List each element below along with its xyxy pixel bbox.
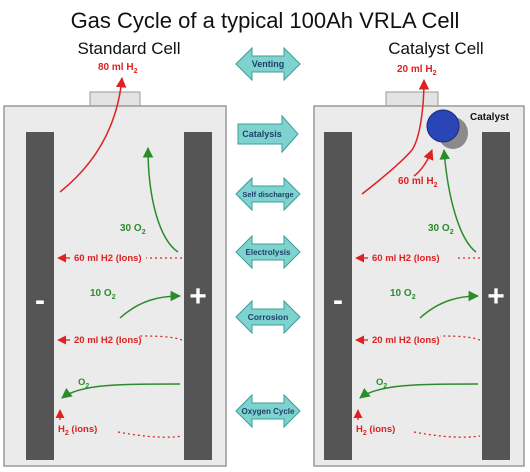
catalyst-oxygen-cycle-label: O2 — [376, 377, 387, 390]
catalyst-label: Catalyst — [470, 112, 510, 123]
catalyst-negative-plate — [324, 132, 352, 460]
catalyst-vent-label: 20 ml H2 — [397, 64, 437, 77]
standard-h2-20-label: 20 ml H2 (Ions) — [74, 335, 142, 346]
self-discharge-process-arrow — [235, 176, 301, 212]
catalyst-venting-arrow — [361, 78, 430, 195]
catalyst-positive-plate — [482, 132, 510, 460]
standard-o2-30-label: 30 O2 — [120, 223, 146, 236]
oxygen-cycle-process-arrow — [235, 393, 301, 429]
standard-negative-plate — [26, 132, 54, 460]
catalyst-cell-heading: Catalyst Cell — [388, 39, 483, 58]
process-arrows: Venting Catalysis Self discharge Electro… — [235, 46, 301, 429]
self-discharge-process-label: Self discharge — [242, 190, 293, 199]
venting-process-label: Venting — [252, 59, 285, 69]
catalyst-plus-sign: + — [487, 280, 505, 313]
catalyst-h2-20-dots — [439, 335, 481, 341]
standard-oxygen-cycle-label: O2 — [78, 377, 89, 390]
corrosion-process-arrow — [235, 299, 301, 335]
catalyst-o2-30-label: 30 O2 — [428, 223, 454, 236]
corrosion-process-label: Corrosion — [248, 312, 289, 322]
catalyst-cell: - + Catalyst 20 ml H2 60 ml H2 30 O2 60 … — [313, 64, 525, 467]
standard-plus-sign: + — [189, 280, 207, 313]
catalyst-h2-ions-dots — [413, 431, 481, 438]
standard-o2-30-arrow — [142, 146, 179, 253]
standard-cell: - + 80 ml H2 30 O2 60 ml H2 (Ions) 10 O2… — [3, 62, 227, 467]
standard-h2-60-label: 60 ml H2 (Ions) — [74, 253, 142, 264]
electrolysis-process-label: Electrolysis — [246, 248, 291, 257]
standard-h2-ions-dots — [117, 431, 183, 438]
catalyst-o2-10-label: 10 O2 — [390, 288, 416, 301]
standard-cell-heading: Standard Cell — [77, 39, 180, 58]
venting-process-arrow — [235, 46, 301, 82]
standard-vent-label: 80 ml H2 — [98, 62, 138, 75]
catalyst-o2-30-arrow — [439, 148, 477, 253]
standard-h2-ions-label: H2 (ions) — [58, 424, 97, 437]
standard-o2-10-arrow — [119, 290, 182, 319]
oxygen-cycle-process-label: Oxygen Cycle — [242, 407, 295, 416]
diagram-title: Gas Cycle of a typical 100Ah VRLA Cell — [71, 8, 460, 33]
catalysis-process-arrow — [237, 114, 299, 154]
catalyst-pellet — [426, 109, 460, 143]
standard-minus-sign: - — [35, 284, 45, 317]
standard-o2-10-label: 10 O2 — [90, 288, 116, 301]
standard-venting-arrow — [59, 76, 127, 193]
catalyst-h2-20-label: 20 ml H2 (Ions) — [372, 335, 440, 346]
standard-positive-plate — [184, 132, 212, 460]
catalyst-o2-10-arrow — [419, 290, 480, 319]
catalyst-h2-60-arrow — [413, 149, 434, 177]
catalyst-h2-60-label: 60 ml H2 — [398, 176, 438, 189]
standard-h2-20-dots — [139, 335, 183, 341]
standard-oxygen-cycle-arrow — [61, 383, 181, 399]
catalysis-process-label: Catalysis — [242, 129, 282, 139]
catalyst-h2-ions-label: H2 (ions) — [356, 424, 395, 437]
catalyst-h2-60-ions-label: 60 ml H2 (Ions) — [372, 253, 440, 264]
catalyst-minus-sign: - — [333, 284, 343, 317]
electrolysis-process-arrow — [235, 234, 301, 270]
catalyst-oxygen-cycle-arrow — [359, 383, 479, 399]
